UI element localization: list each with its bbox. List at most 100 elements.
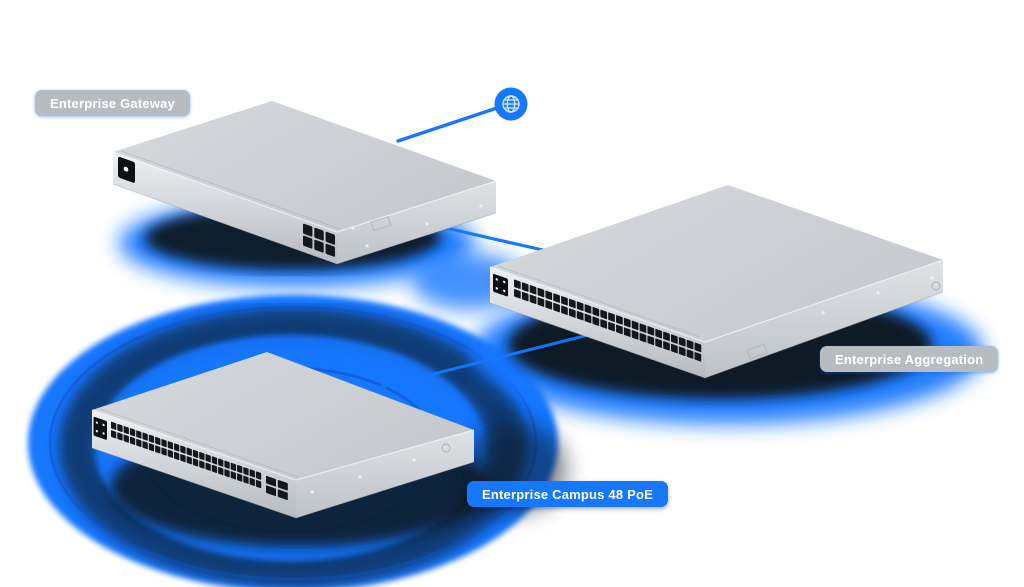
port xyxy=(180,445,186,454)
display-dot xyxy=(495,278,499,281)
campus-top-seam xyxy=(99,408,299,478)
port xyxy=(167,441,173,450)
port xyxy=(686,339,694,350)
port xyxy=(224,460,230,469)
port xyxy=(155,436,161,446)
port xyxy=(616,315,623,325)
connection-line-aggregation-campus xyxy=(361,326,617,394)
device-enterprise-campus-48-poe[interactable] xyxy=(91,352,475,519)
port xyxy=(314,227,324,241)
port xyxy=(136,430,142,439)
port xyxy=(192,449,199,459)
port xyxy=(218,467,224,476)
device-enterprise-gateway[interactable] xyxy=(112,101,497,265)
connection-line-gateway-internet xyxy=(396,105,502,143)
port xyxy=(553,302,560,313)
device-enterprise-aggregation[interactable] xyxy=(489,185,944,379)
display-dot xyxy=(503,289,506,293)
port xyxy=(584,304,592,314)
port xyxy=(111,421,117,430)
port xyxy=(218,458,224,467)
port xyxy=(663,331,670,342)
port xyxy=(537,297,545,307)
port xyxy=(655,328,663,339)
campus-sfp-ports xyxy=(266,475,288,501)
port xyxy=(592,316,600,326)
port xyxy=(161,447,167,456)
port xyxy=(639,323,647,333)
port xyxy=(186,456,192,465)
port xyxy=(237,464,243,474)
port xyxy=(647,326,655,336)
port xyxy=(123,434,129,443)
gateway-top-seam xyxy=(120,150,341,230)
globe-glyph xyxy=(502,95,520,113)
port xyxy=(205,454,211,463)
aggregation-sticker xyxy=(746,343,768,360)
port xyxy=(117,423,123,433)
port xyxy=(584,313,592,324)
port xyxy=(224,469,230,478)
port xyxy=(561,305,568,316)
gateway-ports xyxy=(303,223,336,257)
port xyxy=(266,485,276,497)
port xyxy=(623,327,631,337)
port xyxy=(186,447,192,456)
port xyxy=(623,317,631,328)
port xyxy=(255,471,262,480)
gateway-bottom-edge xyxy=(112,183,497,265)
port xyxy=(631,320,639,331)
port xyxy=(314,239,324,253)
port xyxy=(237,473,243,482)
port xyxy=(230,462,236,471)
port xyxy=(325,231,336,245)
port xyxy=(663,341,670,351)
port xyxy=(671,343,678,354)
port xyxy=(123,426,129,435)
port xyxy=(545,290,553,301)
port xyxy=(142,432,148,441)
port xyxy=(521,291,529,302)
port xyxy=(111,430,117,439)
port xyxy=(639,332,647,343)
port xyxy=(537,287,545,298)
port xyxy=(608,312,615,322)
port xyxy=(161,439,167,448)
aggregation-front-panel xyxy=(493,273,702,362)
port xyxy=(205,462,211,471)
aggregation-bottom-edge xyxy=(489,291,944,379)
port xyxy=(514,279,521,290)
port xyxy=(148,443,155,452)
display-dot xyxy=(95,421,98,424)
port xyxy=(129,436,136,445)
port xyxy=(199,460,205,469)
port xyxy=(576,301,584,311)
port xyxy=(592,306,600,317)
display-dot xyxy=(123,166,129,172)
display-dot xyxy=(495,287,499,290)
port xyxy=(568,308,576,318)
port xyxy=(325,243,336,257)
gateway-right-face xyxy=(337,181,496,264)
gateway-screws xyxy=(351,204,483,248)
port xyxy=(117,432,123,441)
aggregation-top-rim xyxy=(489,259,944,343)
port xyxy=(211,456,218,465)
port xyxy=(553,293,560,303)
campus-ports xyxy=(111,421,262,489)
port xyxy=(678,346,686,357)
aggregation-ports xyxy=(514,279,702,362)
device-label-enterprise-gateway: Enterprise Gateway xyxy=(35,90,190,116)
display-dot xyxy=(102,423,105,427)
campus-bottom-edge xyxy=(91,447,475,519)
port xyxy=(561,296,568,306)
port xyxy=(255,479,262,489)
port xyxy=(174,443,180,452)
aggregation-screws xyxy=(821,276,934,315)
port xyxy=(694,342,702,353)
port xyxy=(199,452,205,461)
display-dot xyxy=(102,432,105,435)
port xyxy=(211,464,218,474)
aggregation-right-face xyxy=(705,260,943,378)
